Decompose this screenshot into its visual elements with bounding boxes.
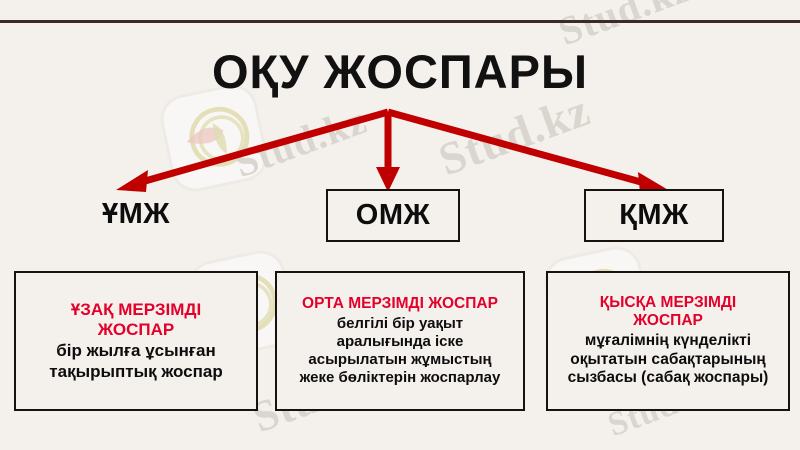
arrow-to-umzh bbox=[116, 108, 389, 192]
card-body-line: тақырыптық жоспар bbox=[49, 361, 223, 381]
card-heading-line: ЖОСПАР bbox=[97, 319, 175, 339]
card-body: белгілі бір уақыт аралығында іске асырыл… bbox=[300, 315, 501, 387]
card-heading: ОРТА МЕРЗІМДІ ЖОСПАР bbox=[302, 295, 498, 313]
card-heading-line: ҚЫСҚА МЕРЗІМДІ bbox=[599, 294, 737, 312]
branch-label-qmzh[interactable]: ҚМЖ bbox=[584, 189, 724, 242]
description-card-umzh[interactable]: ҰЗАҚ МЕРЗІМДІ ЖОСПАР бір жылға ұсынған т… bbox=[14, 271, 258, 411]
branch-label-omzh[interactable]: ОМЖ bbox=[326, 189, 460, 242]
card-heading-line: ЖОСПАР bbox=[633, 312, 703, 330]
diagram-title: ОҚУ ЖОСПАРЫ bbox=[212, 45, 588, 98]
card-body-line: оқытатын сабақтарының bbox=[570, 350, 766, 368]
card-heading: ҰЗАҚ МЕРЗІМДІ ЖОСПАР bbox=[71, 300, 201, 339]
arrow-to-omzh bbox=[376, 112, 400, 192]
card-body: бір жылға ұсынған тақырыптық жоспар bbox=[49, 341, 222, 382]
branch-label-umzh[interactable]: ҰМЖ bbox=[102, 197, 170, 230]
card-body-line: жеке бөліктерін жоспарлау bbox=[299, 368, 501, 386]
card-heading: ҚЫСҚА МЕРЗІМДІ ЖОСПАР bbox=[600, 294, 736, 330]
card-body-line: бір жылға ұсынған bbox=[56, 341, 216, 361]
description-card-omzh[interactable]: ОРТА МЕРЗІМДІ ЖОСПАР белгілі бір уақыт а… bbox=[275, 271, 525, 411]
card-heading-line: ОРТА МЕРЗІМДІ ЖОСПАР bbox=[302, 295, 498, 313]
arrow-to-qmzh bbox=[387, 108, 670, 193]
card-body-line: аралығында іске bbox=[336, 332, 464, 350]
stud-kz-logo-watermark bbox=[159, 83, 269, 193]
top-divider-rule bbox=[0, 20, 800, 23]
stud-kz-text-watermark: Stud.kz bbox=[228, 96, 373, 187]
card-heading-line: ҰЗАҚ МЕРЗІМДІ bbox=[70, 299, 202, 319]
card-body-line: асырылатын жұмыстың bbox=[308, 350, 492, 368]
card-body-line: сызбасы (сабақ жоспары) bbox=[567, 369, 769, 387]
card-body: мұғалімнің күнделікті оқытатын сабақтары… bbox=[568, 332, 769, 388]
card-body-line: белгілі бір уақыт bbox=[336, 314, 464, 332]
description-card-qmzh[interactable]: ҚЫСҚА МЕРЗІМДІ ЖОСПАР мұғалімнің күнделі… bbox=[546, 271, 790, 411]
card-body-line: мұғалімнің күнделікті bbox=[584, 332, 752, 350]
